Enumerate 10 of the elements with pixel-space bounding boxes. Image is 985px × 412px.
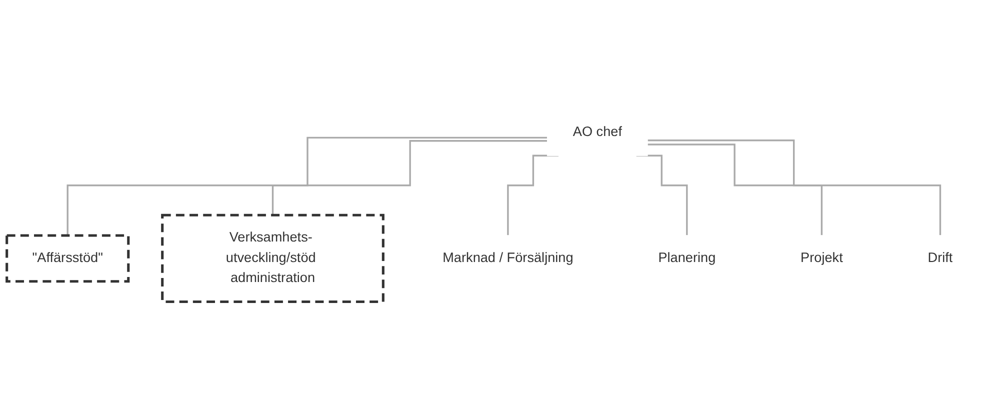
- node-box: "Affärsstöd": [6, 234, 130, 283]
- connector: [272, 140, 548, 216]
- connector: [66, 137, 548, 237]
- connector: [647, 144, 823, 237]
- node-text: Marknad / Försäljning: [442, 251, 574, 266]
- node-text: Projekt: [800, 251, 843, 266]
- node-box: Verksamhets- utveckling/stöd administration: [161, 214, 384, 304]
- connector: [647, 140, 942, 237]
- node-text: Drift: [928, 251, 953, 266]
- node-text: Planering: [658, 251, 716, 266]
